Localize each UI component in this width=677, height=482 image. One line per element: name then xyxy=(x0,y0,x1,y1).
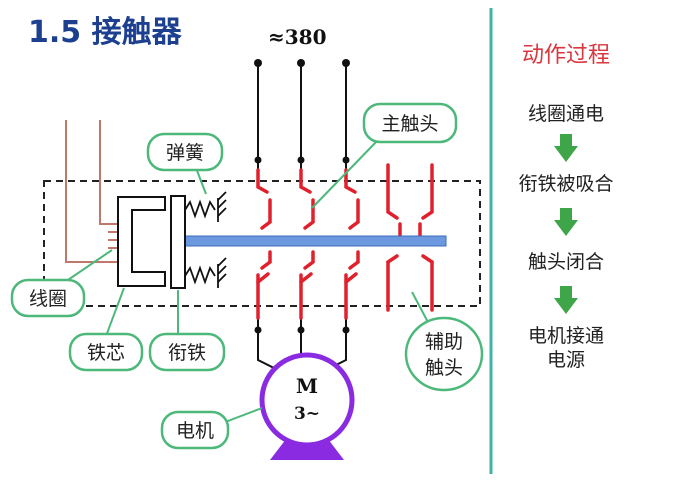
supply-terminals xyxy=(254,59,350,164)
motor-circle xyxy=(259,352,355,448)
contactor-enclosure xyxy=(43,180,481,307)
callout-core: 铁芯 xyxy=(68,287,144,372)
spring-lower xyxy=(184,257,227,288)
callout-motor: 电机 xyxy=(160,407,263,450)
svg-text:铁芯: 铁芯 xyxy=(87,342,125,364)
svg-text:衔铁: 衔铁 xyxy=(168,342,206,364)
svg-text:触头: 触头 xyxy=(425,357,463,379)
iron-core xyxy=(117,196,166,287)
motor: M 3~ xyxy=(259,352,355,460)
svg-text:电机: 电机 xyxy=(176,420,214,442)
process-heading: 动作过程 xyxy=(522,43,610,68)
down-arrow-icon xyxy=(554,286,578,314)
main-contacts xyxy=(256,168,360,320)
supply-lines xyxy=(257,63,347,170)
down-arrow-icon xyxy=(554,208,578,236)
armature xyxy=(170,195,186,289)
process-step-4: 电机接通 xyxy=(528,325,604,347)
process-step-3: 触头闭合 xyxy=(528,251,604,273)
callout-spring: 弹簧 xyxy=(146,132,224,195)
process-step-2: 衔铁被吸合 xyxy=(518,173,613,195)
callout-armature: 衔铁 xyxy=(148,290,226,372)
process-step-4-line2: 电源 xyxy=(547,349,585,371)
down-arrow-icon xyxy=(554,134,578,162)
svg-text:弹簧: 弹簧 xyxy=(166,142,204,164)
callout-main-contacts: 主触头 xyxy=(311,102,458,209)
motor-terminals xyxy=(254,326,350,334)
spring-upper xyxy=(184,191,227,222)
svg-text:线圈: 线圈 xyxy=(29,288,67,310)
armature-rod xyxy=(183,235,447,247)
svg-text:主触头: 主触头 xyxy=(381,113,438,135)
svg-text:辅助: 辅助 xyxy=(425,331,463,353)
process-step-1: 线圈通电 xyxy=(528,103,604,125)
motor-phase: 3~ xyxy=(294,404,320,424)
voltage-label: ≈380 xyxy=(268,25,327,49)
process-panel: 动作过程 线圈通电 衔铁被吸合 触头闭合 电机接通 电源 xyxy=(518,43,613,371)
callout-aux-contacts: 辅助 触头 xyxy=(404,291,484,392)
diagram-title: 1.5 接触器 xyxy=(28,15,183,50)
callout-coil: 线圈 xyxy=(10,249,113,318)
motor-symbol: M xyxy=(296,374,318,398)
